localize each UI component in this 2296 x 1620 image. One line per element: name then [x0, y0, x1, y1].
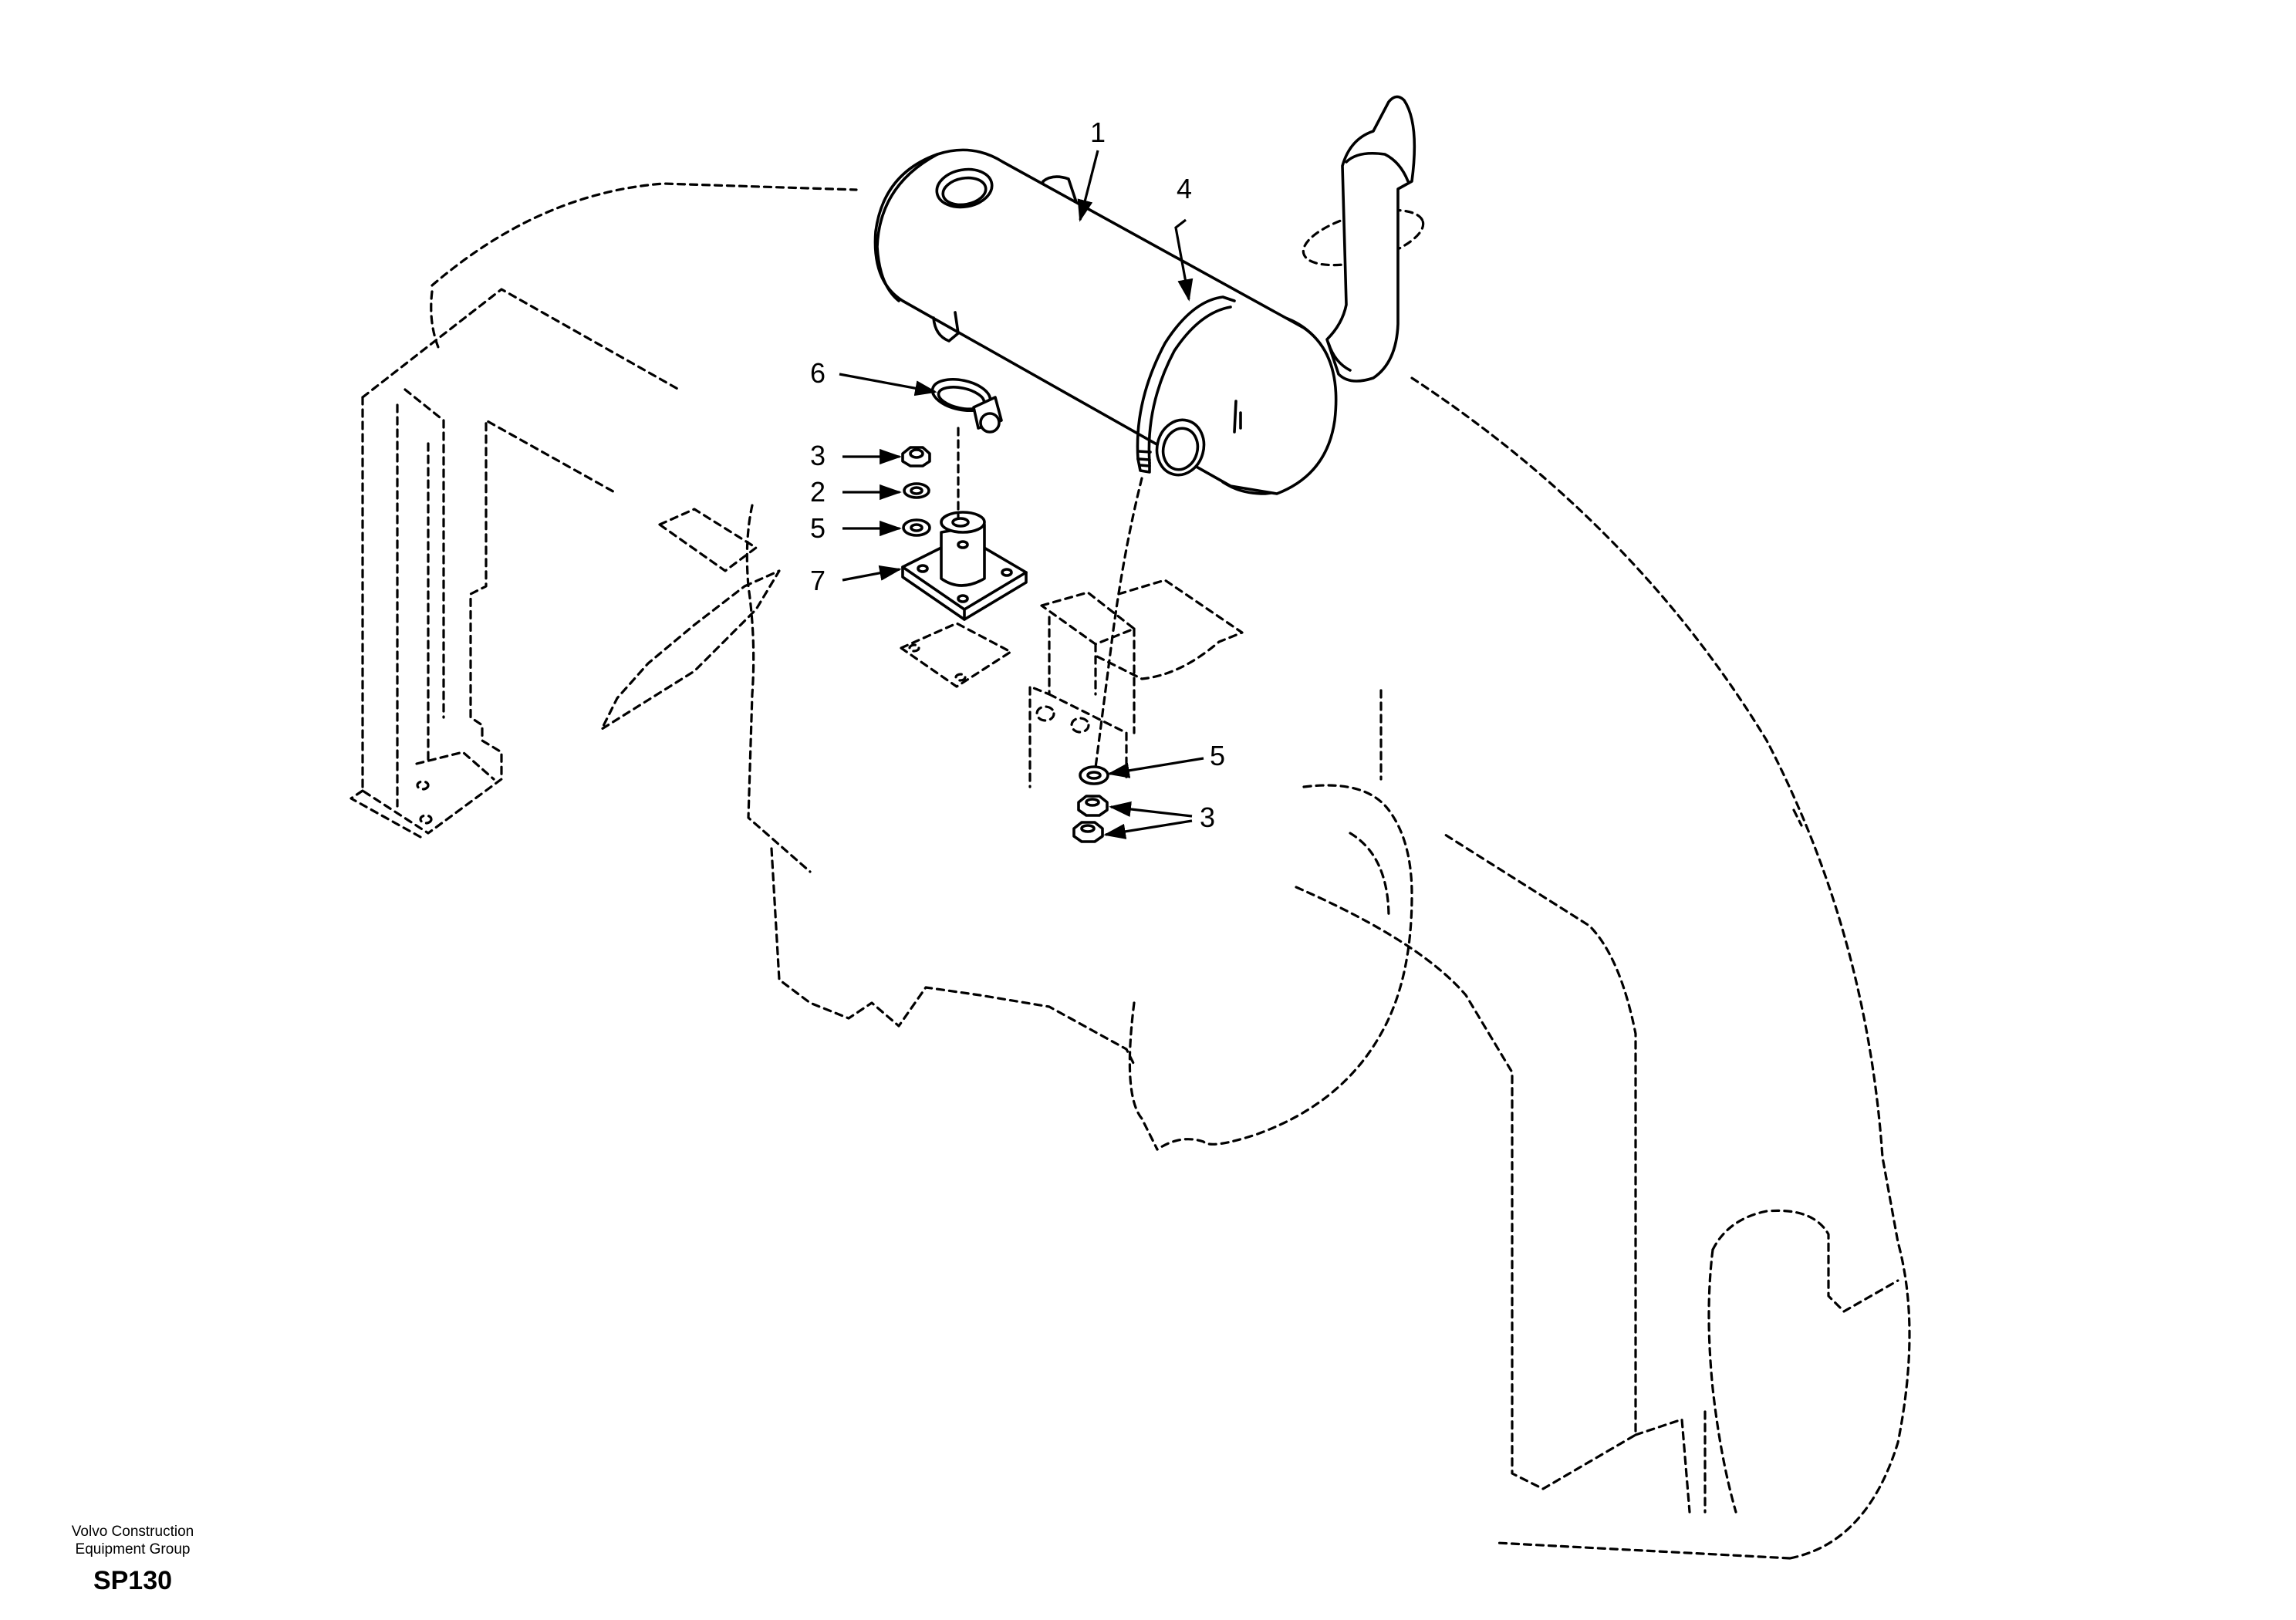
nut-lower-1 [1077, 795, 1109, 817]
ghost-mount-flange [900, 622, 1012, 688]
assembly-line-lower [1094, 477, 1143, 769]
callout-5-lower: 5 [1210, 740, 1225, 771]
flat-washer-lower [1079, 765, 1109, 785]
ghost-intake-duct [1156, 784, 1413, 1151]
org-name-line1: Volvo Construction [71, 1524, 194, 1540]
nut-upper [901, 446, 931, 467]
ghost-engine-cover-right [1410, 376, 1911, 1560]
callout-labels: 1 4 6 3 2 5 7 5 3 [810, 116, 1225, 833]
callout-2: 2 [810, 476, 826, 508]
nut-lower-2 [1072, 821, 1104, 843]
spring-washer [903, 482, 930, 499]
callout-3-lower: 3 [1200, 802, 1215, 833]
flat-washer-upper [902, 518, 931, 537]
ghost-support-bracket [1040, 591, 1136, 646]
callout-1: 1 [1090, 116, 1106, 148]
callout-3-upper: 3 [810, 440, 826, 471]
hose-clamp [930, 378, 1003, 434]
callout-7: 7 [810, 565, 826, 596]
machine-ghost-outline [349, 182, 1911, 1560]
ghost-left-frame [361, 288, 680, 399]
callout-5-upper: 5 [810, 512, 826, 544]
diagram-code: SP130 [93, 1566, 173, 1595]
mounting-bracket [901, 511, 1028, 621]
muffler [873, 148, 1338, 495]
clamp-band [1136, 295, 1236, 474]
ghost-engine-block [600, 569, 781, 731]
callout-6: 6 [810, 357, 826, 389]
callout-4: 4 [1177, 173, 1192, 204]
exhaust-stack [1325, 95, 1416, 383]
ghost-rear-housing [1711, 1209, 1899, 1313]
ghost-engine-cover [430, 182, 858, 287]
org-name-line2: Equipment Group [75, 1541, 191, 1558]
leader-lines [839, 150, 1204, 839]
